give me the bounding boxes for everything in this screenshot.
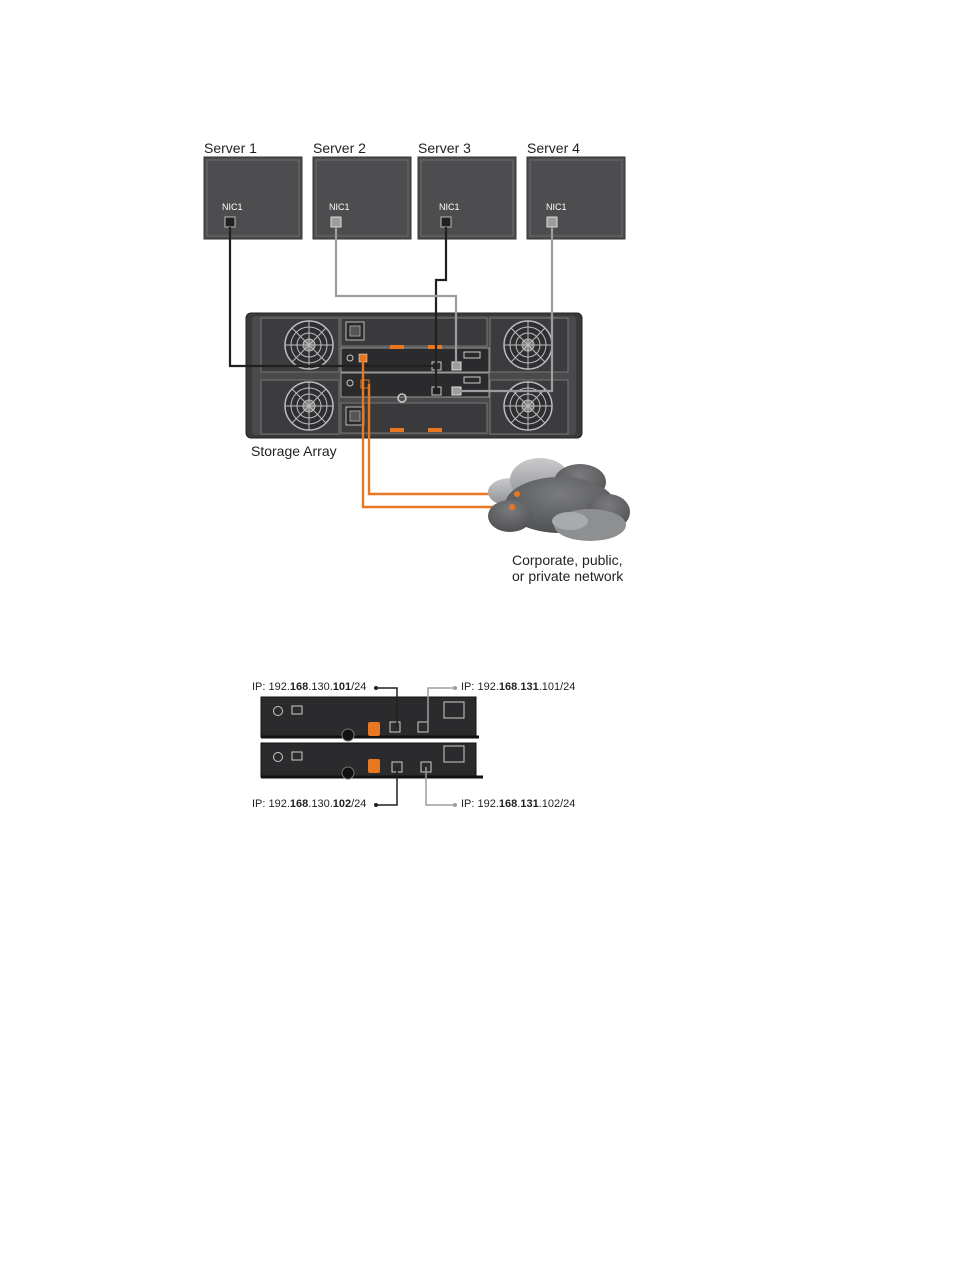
ip-label-ctrl1-port0: IP: 192.168.130.102/24 (252, 798, 366, 810)
network-label-line2: or private network (512, 568, 623, 584)
nic-port-server-4 (547, 217, 557, 227)
fan-top-left (261, 318, 339, 372)
server-1-label: Server 1 (204, 140, 257, 156)
cloud-icon (488, 458, 630, 541)
ip-label-ctrl0-port1: IP: 192.168.131.101/24 (461, 681, 575, 693)
ip-label-ctrl0-port0: IP: 192.168.130.101/24 (252, 681, 366, 693)
server-2-nic-label: NIC1 (329, 202, 350, 212)
ip-label-ctrl1-port1: IP: 192.168.131.102/24 (461, 798, 575, 810)
fan-top-right (490, 318, 568, 372)
nic-port-server-2 (331, 217, 341, 227)
psu-top (341, 318, 487, 346)
server-1-nic-label: NIC1 (222, 202, 243, 212)
fan-bottom-left (261, 380, 339, 434)
storage-array-label: Storage Array (251, 443, 337, 459)
fan-bottom-right (490, 380, 568, 434)
server-3 (418, 157, 516, 239)
server-4-nic-label: NIC1 (546, 202, 567, 212)
server-4 (527, 157, 625, 239)
nic-port-server-1 (225, 217, 235, 227)
network-label-line1: Corporate, public, (512, 552, 623, 568)
nic-port-server-3 (441, 217, 451, 227)
storage-array (246, 313, 582, 438)
server-1 (204, 157, 302, 239)
controller-detail (261, 697, 483, 779)
server-2 (313, 157, 411, 239)
server-2-label: Server 2 (313, 140, 366, 156)
server-4-label: Server 4 (527, 140, 580, 156)
server-3-nic-label: NIC1 (439, 202, 460, 212)
server-3-label: Server 3 (418, 140, 471, 156)
